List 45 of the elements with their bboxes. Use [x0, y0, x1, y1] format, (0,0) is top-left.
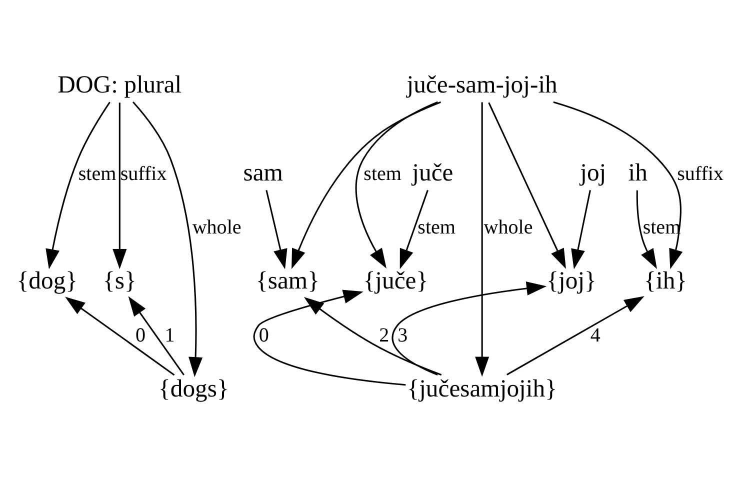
arrow: [355, 101, 438, 268]
edge-label: stem: [418, 216, 456, 239]
arrow: [128, 296, 184, 376]
node-text: {dog}: [16, 267, 78, 294]
arrow: [636, 190, 657, 269]
arrow: [392, 281, 547, 376]
arrow: [266, 190, 288, 270]
edge-label: 0: [258, 324, 269, 347]
edge-label: stem: [78, 162, 116, 185]
edge-label: 1: [164, 324, 175, 347]
node-text: {sam}: [256, 267, 320, 294]
arrow: [132, 102, 203, 378]
arrow: [571, 190, 591, 270]
arrow: [304, 296, 442, 376]
node-text: {joj}: [546, 267, 596, 294]
node-text: ih: [628, 159, 648, 186]
edge-label: 4: [590, 324, 600, 347]
edge-label: whole: [192, 216, 242, 239]
node-text: joj: [580, 159, 606, 186]
edge-label: 0: [135, 324, 146, 347]
edge-label: 3: [398, 324, 408, 347]
node-text: {jučesamjojih}: [407, 375, 557, 402]
arrow: [400, 190, 428, 270]
node-text: {dogs}: [158, 375, 229, 402]
node-text: sam: [243, 159, 283, 186]
arrow: [475, 102, 490, 377]
edge-label: suffix: [677, 162, 724, 185]
node-text: DOG: plural: [58, 71, 182, 98]
node-text: {juče}: [363, 267, 428, 294]
node-text: juče: [412, 159, 454, 186]
arrow: [553, 101, 683, 270]
node-text: {ih}: [644, 267, 688, 294]
edge-label: whole: [484, 216, 533, 239]
arrow: [488, 102, 566, 269]
arrow: [112, 102, 127, 270]
arrow: [292, 101, 442, 270]
arrow: [253, 290, 406, 386]
node-text: juče-sam-joj-ih: [406, 71, 558, 98]
node-text: {s}: [103, 267, 136, 294]
arrow: [506, 296, 644, 376]
edge-label: stem: [364, 162, 402, 185]
edge-label: suffix: [120, 162, 167, 185]
edge-label: 2: [379, 324, 390, 347]
arrow: [46, 102, 110, 270]
arrow: [65, 296, 175, 376]
